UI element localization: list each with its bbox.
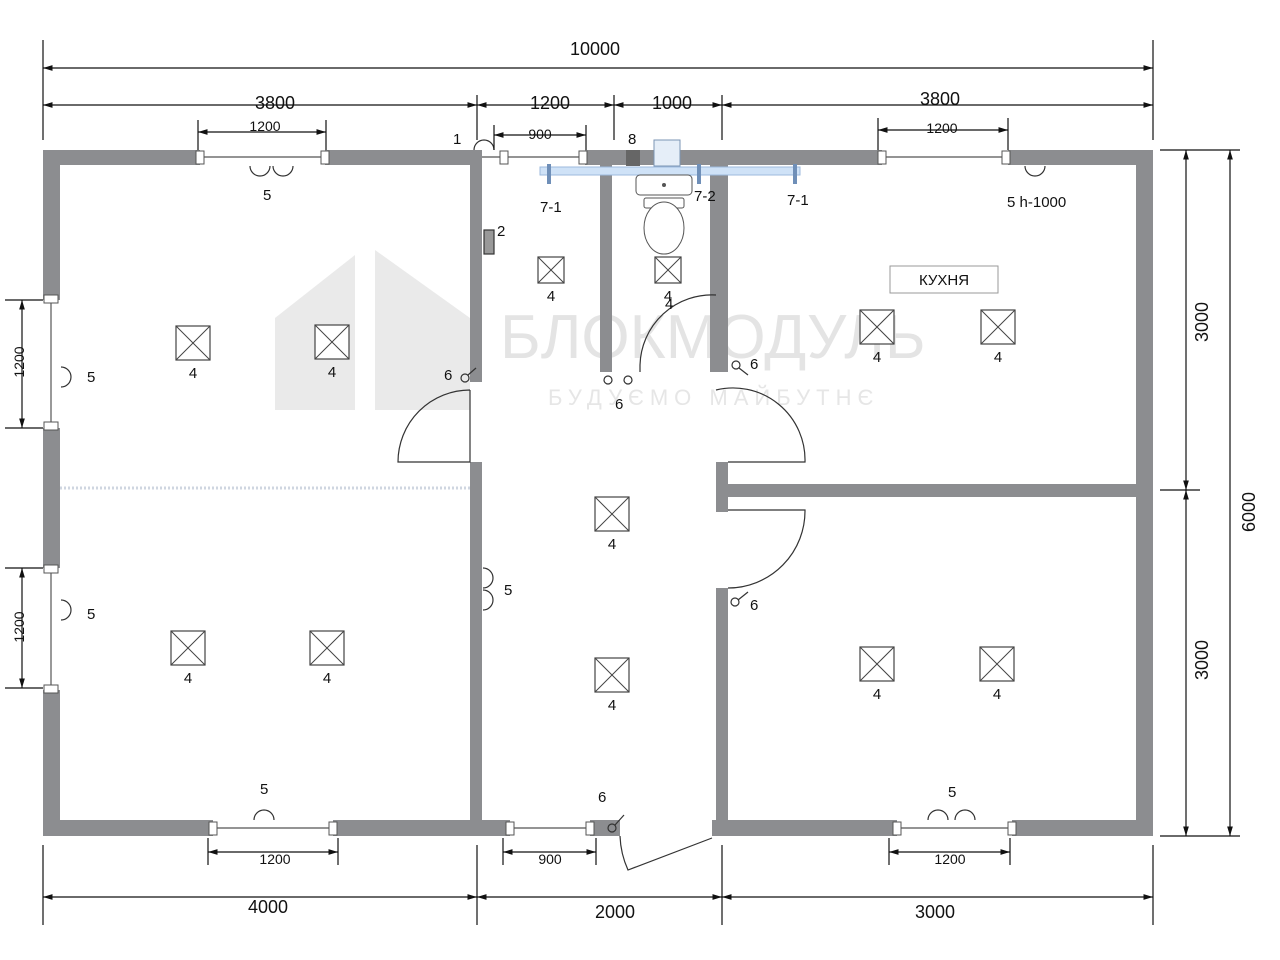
lamp-icon: 4 xyxy=(859,309,895,366)
lamp-label: 4 xyxy=(608,536,616,553)
dim-win-bottom-left: 1200 xyxy=(259,851,290,867)
dim-overall-width: 10000 xyxy=(570,39,620,59)
label-5-bottom-left: 5 xyxy=(260,781,268,798)
kitchen-label: КУХНЯ xyxy=(919,272,969,289)
label-7-2: 7-2 xyxy=(694,188,716,205)
dim-bottom-mid: 2000 xyxy=(595,902,635,922)
label-8: 8 xyxy=(628,131,636,148)
label-6-bath: 6 xyxy=(615,396,623,413)
dim-left-win-lower: 1200 xyxy=(11,611,27,642)
faucet-icon xyxy=(697,164,701,184)
faucet-icon xyxy=(793,164,797,184)
lamp-icon: 4 xyxy=(309,630,345,687)
kitchen-label-box xyxy=(889,265,999,294)
lamp-icon: 4 xyxy=(859,646,895,703)
doors xyxy=(397,294,806,871)
lamp-label: 4 xyxy=(184,670,192,687)
label-7-1-left: 7-1 xyxy=(540,199,562,216)
windows xyxy=(43,150,1017,836)
lamp-icon: 4 xyxy=(654,256,682,305)
sockets xyxy=(60,139,1046,833)
dim-win-top-right: 1200 xyxy=(926,120,957,136)
label-6-kitchen: 6 xyxy=(750,356,758,373)
lamp-icon: 4 xyxy=(537,256,565,305)
element-labels: КУХНЯ 1 2 8 7-1 7-2 7-1 5 5 h-1000 5 5 5… xyxy=(87,131,1066,806)
label-6-right-room: 6 xyxy=(750,597,758,614)
faucet-icon xyxy=(547,164,551,184)
lamp-label: 4 xyxy=(328,364,336,381)
lamp-icon: 4 xyxy=(594,657,630,714)
dim-top-mid-b: 1000 xyxy=(652,93,692,113)
lamp-icon: 4 xyxy=(175,325,211,382)
dim-win-bottom-right: 1200 xyxy=(934,851,965,867)
label-5-top-left: 5 xyxy=(263,187,271,204)
dim-left-win-upper: 1200 xyxy=(11,346,27,377)
lamp-label: 4 xyxy=(994,349,1002,366)
label-6-left-door: 6 xyxy=(444,367,452,384)
lamp-label: 4 xyxy=(323,670,331,687)
lamp-icon: 4 xyxy=(170,630,206,687)
label-5-hall: 5 xyxy=(504,582,512,599)
lamp-icon: 4 xyxy=(314,324,350,381)
label-7-1-right: 7-1 xyxy=(787,192,809,209)
lamp-label: 4 xyxy=(873,686,881,703)
bathroom-fixtures xyxy=(539,139,801,255)
dimension-labels: 10000 3800 1200 1000 3800 1200 900 1200 … xyxy=(11,39,1259,922)
lamp-icon: 4 xyxy=(979,646,1015,703)
dim-top-left: 3800 xyxy=(255,93,295,113)
lamp-icon: 4 xyxy=(594,496,630,553)
label-4-bath-door: 4 xyxy=(665,296,673,313)
lamp-icon: 4 xyxy=(980,309,1016,366)
label-6-entrance: 6 xyxy=(598,789,606,806)
label-2: 2 xyxy=(497,223,505,240)
lamp-label: 4 xyxy=(873,349,881,366)
label-5-left-lower: 5 xyxy=(87,606,95,623)
lamp-label: 4 xyxy=(547,288,555,305)
dim-right-lower: 3000 xyxy=(1192,640,1212,680)
dim-bottom-left: 4000 xyxy=(248,897,288,917)
dim-right-upper: 3000 xyxy=(1192,302,1212,342)
dimension-lines xyxy=(5,40,1240,925)
label-5-left-upper: 5 xyxy=(87,369,95,386)
lamp-label: 4 xyxy=(608,697,616,714)
dim-win-top-mid: 900 xyxy=(528,126,552,142)
dim-top-right: 3800 xyxy=(920,89,960,109)
label-1: 1 xyxy=(453,131,461,148)
dim-win-top-left: 1200 xyxy=(249,118,280,134)
lamp-label: 4 xyxy=(664,288,672,305)
watermark-slogan: БУДУЄМО МАЙБУТНЄ xyxy=(548,385,879,410)
dim-bottom-right: 3000 xyxy=(915,902,955,922)
lamp-label: 4 xyxy=(993,686,1001,703)
label-5-kitchen: 5 h-1000 xyxy=(1007,194,1066,211)
walls xyxy=(43,150,1153,836)
dim-win-bottom-mid: 900 xyxy=(538,851,562,867)
lamp-label: 4 xyxy=(189,365,197,382)
dim-top-mid-a: 1200 xyxy=(530,93,570,113)
dim-right-total: 6000 xyxy=(1239,492,1259,532)
label-5-bottom-right: 5 xyxy=(948,784,956,801)
